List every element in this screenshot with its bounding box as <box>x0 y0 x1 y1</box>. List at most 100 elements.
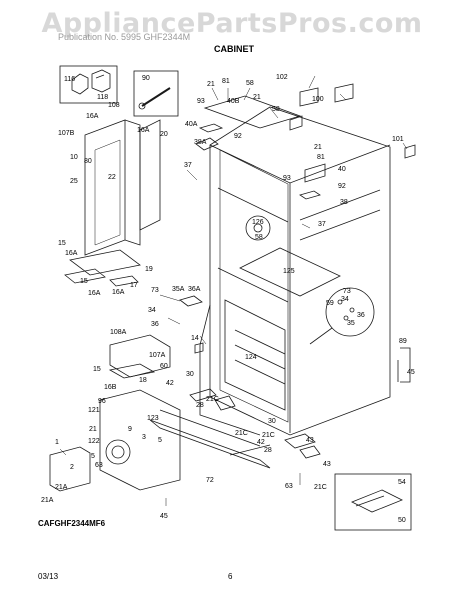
footer-date: 03/13 <box>38 572 59 581</box>
part-label: 43 <box>323 461 331 468</box>
part-label: 43 <box>306 437 314 444</box>
detail-callout-126 <box>245 215 271 241</box>
part-label: 108 <box>108 102 120 109</box>
part-label: 21C <box>235 430 248 437</box>
part-label: 126 <box>252 219 264 226</box>
part-label: 35 <box>347 320 355 327</box>
part-label: 22 <box>108 174 116 181</box>
part-label: 25 <box>70 178 78 185</box>
part-label: 101 <box>392 136 404 143</box>
part-label: 14 <box>191 335 199 342</box>
part-label: 81 <box>317 154 325 161</box>
part-label: 63 <box>95 462 103 469</box>
part-label: 21C <box>206 396 219 403</box>
part-label: 37 <box>318 221 326 228</box>
publication-subtitle: Publication No. 5995 GHF2344M <box>58 32 191 42</box>
part-label: 92 <box>234 133 242 140</box>
part-label: 121 <box>88 407 100 414</box>
part-label: 38 <box>340 199 348 206</box>
part-label: 45 <box>407 369 415 376</box>
part-label: 16A <box>112 289 125 296</box>
part-label: 90 <box>142 75 150 82</box>
part-label: 17 <box>130 282 138 289</box>
machine-compartment-parts <box>49 295 321 492</box>
part-label: 40B <box>227 98 240 105</box>
part-label: 20 <box>160 131 168 138</box>
part-label: 2 <box>70 464 74 471</box>
dimension-bracket <box>397 347 411 383</box>
part-label: 116 <box>64 76 76 83</box>
left-panel-assembly <box>64 119 161 287</box>
part-label: 16A <box>88 290 101 297</box>
part-label: 108A <box>110 329 127 336</box>
part-label: 107B <box>58 130 75 137</box>
part-label: 21 <box>253 94 261 101</box>
footer-page-number: 6 <box>228 572 233 581</box>
part-label: 50 <box>398 517 406 524</box>
part-label: 96 <box>98 398 106 405</box>
part-label: 73 <box>151 287 159 294</box>
part-label: 21C <box>314 484 327 491</box>
detail-callout-59 <box>309 287 375 345</box>
part-label: 89 <box>399 338 407 345</box>
part-label: 21 <box>89 426 97 433</box>
part-label: 45 <box>160 513 168 520</box>
part-label: 21 <box>207 81 215 88</box>
part-label: 92 <box>338 183 346 190</box>
part-label: 3 <box>142 434 146 441</box>
part-label: 21A <box>41 497 54 504</box>
part-label: 30 <box>186 371 194 378</box>
part-label: 107A <box>149 352 166 359</box>
part-label: 58 <box>246 80 254 87</box>
part-label: 16A <box>137 127 150 134</box>
part-label: 28 <box>264 447 272 454</box>
part-label: 36 <box>151 321 159 328</box>
part-label: 30 <box>268 418 276 425</box>
part-label: 1 <box>55 439 59 446</box>
inset-box-tool <box>133 70 179 117</box>
part-label: 16A <box>65 250 78 257</box>
part-label: 15 <box>93 366 101 373</box>
site-watermark: AppliancePartsPros.com <box>41 8 423 39</box>
part-label: 15 <box>80 278 88 285</box>
part-label: 72 <box>206 477 214 484</box>
part-label: 21A <box>55 484 68 491</box>
part-label: 100 <box>312 96 324 103</box>
part-label: 122 <box>88 438 100 445</box>
part-label: 21C <box>262 432 275 439</box>
part-label: 18 <box>139 377 147 384</box>
leader-lines <box>59 75 408 506</box>
part-label: 37 <box>184 162 192 169</box>
part-label: 118 <box>97 94 109 101</box>
part-label: 36 <box>357 312 365 319</box>
part-label: 15 <box>58 240 66 247</box>
inset-box-54-50 <box>334 473 412 531</box>
part-label: 42 <box>257 439 265 446</box>
part-label: 5 <box>158 437 162 444</box>
part-label: 54 <box>398 479 406 486</box>
part-label: 19 <box>145 266 153 273</box>
part-label: 28 <box>196 402 204 409</box>
part-label: 42 <box>166 380 174 387</box>
part-label: 124 <box>245 354 257 361</box>
part-label: 123 <box>147 415 159 422</box>
model-code: CAFGHF2344MF6 <box>38 519 106 528</box>
section-title: CABINET <box>214 44 254 54</box>
part-label: 34 <box>341 296 349 303</box>
part-label: 73 <box>343 288 351 295</box>
part-label: 93 <box>283 175 291 182</box>
cabinet-outline <box>199 106 391 436</box>
part-label: 81 <box>222 78 230 85</box>
part-label: 59 <box>326 300 334 307</box>
part-label: 10 <box>70 154 78 161</box>
part-label: 125 <box>283 268 295 275</box>
inset-box-handle-parts <box>59 65 118 104</box>
part-label: 58 <box>272 106 280 113</box>
part-label: 93 <box>197 98 205 105</box>
part-label: 16A <box>86 113 99 120</box>
part-label: 16B <box>104 384 117 391</box>
part-label: 58 <box>255 234 263 241</box>
part-label: 35A <box>172 286 185 293</box>
part-label: 38A <box>194 139 207 146</box>
